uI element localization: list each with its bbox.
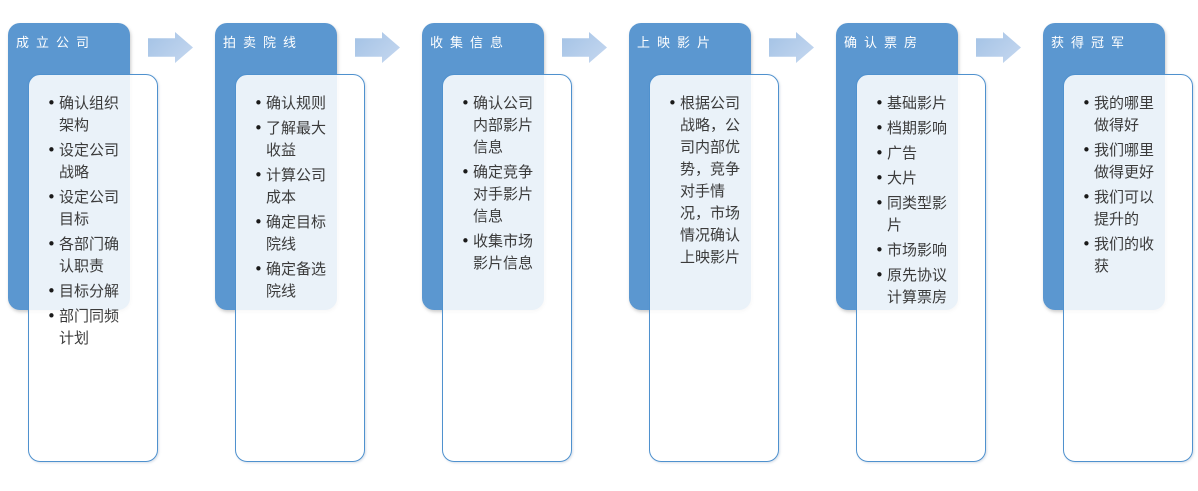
step-bullet-list: 确认规则 了解最大收益 计算公司成本 确定目标院线 确定备选院线: [236, 92, 364, 302]
bullet-item: 确定竞争对手影片信息: [461, 161, 541, 227]
step-bullet-list: 确认组织架构 设定公司战略 设定公司目标 各部门确认职责 目标分解 部门同频计划: [29, 92, 157, 349]
bullet-item: 目标分解: [47, 280, 127, 302]
process-step-2: 拍卖院线 确认规则 了解最大收益 计算公司成本 确定目标院线 确定备选院线: [207, 0, 414, 491]
step-detail-card: 确认规则 了解最大收益 计算公司成本 确定目标院线 确定备选院线: [235, 74, 365, 462]
step-header-label: 收集信息: [430, 36, 511, 51]
bullet-item: 广告: [875, 142, 955, 164]
bullet-item: 根据公司战略，公司内部优势，竞争对手情况，市场情况确认上映影片: [668, 92, 748, 268]
process-step-3: 收集信息 确认公司内部影片信息 确定竞争对手影片信息 收集市场影片信息: [414, 0, 621, 491]
step-header-label: 成立公司: [16, 36, 97, 51]
step-header-label: 确认票房: [844, 36, 925, 51]
bullet-item: 我们的收获: [1082, 233, 1162, 277]
step-bullet-list: 基础影片 档期影响 广告 大片 同类型影片 市场影响 原先协议计算票房: [857, 92, 985, 308]
step-header-label: 拍卖院线: [223, 36, 304, 51]
bullet-item: 我们哪里做得更好: [1082, 139, 1162, 183]
bullet-item: 确认公司内部影片信息: [461, 92, 541, 158]
step-detail-card: 确认公司内部影片信息 确定竞争对手影片信息 收集市场影片信息: [442, 74, 572, 462]
step-bullet-list: 根据公司战略，公司内部优势，竞争对手情况，市场情况确认上映影片: [650, 92, 778, 268]
bullet-item: 确认组织架构: [47, 92, 127, 136]
bullet-item: 了解最大收益: [254, 117, 334, 161]
bullet-item: 部门同频计划: [47, 305, 127, 349]
bullet-item: 大片: [875, 167, 955, 189]
bullet-item: 我的哪里做得好: [1082, 92, 1162, 136]
step-detail-card: 我的哪里做得好 我们哪里做得更好 我们可以提升的 我们的收获: [1063, 74, 1193, 462]
bullet-item: 确定目标院线: [254, 211, 334, 255]
step-detail-card: 确认组织架构 设定公司战略 设定公司目标 各部门确认职责 目标分解 部门同频计划: [28, 74, 158, 462]
process-step-1: 成立公司 确认组织架构 设定公司战略 设定公司目标 各部门确认职责 目标分解 部…: [0, 0, 207, 491]
process-step-4: 上映影片 根据公司战略，公司内部优势，竞争对手情况，市场情况确认上映影片: [621, 0, 828, 491]
process-step-5: 确认票房 基础影片 档期影响 广告 大片 同类型影片 市场影响 原先协议计算票房: [828, 0, 1035, 491]
bullet-item: 确认规则: [254, 92, 334, 114]
bullet-item: 收集市场影片信息: [461, 230, 541, 274]
bullet-item: 基础影片: [875, 92, 955, 114]
step-detail-card: 根据公司战略，公司内部优势，竞争对手情况，市场情况确认上映影片: [649, 74, 779, 462]
bullet-item: 计算公司成本: [254, 164, 334, 208]
bullet-item: 设定公司战略: [47, 139, 127, 183]
bullet-item: 确定备选院线: [254, 258, 334, 302]
bullet-item: 各部门确认职责: [47, 233, 127, 277]
bullet-item: 同类型影片: [875, 192, 955, 236]
step-bullet-list: 我的哪里做得好 我们哪里做得更好 我们可以提升的 我们的收获: [1064, 92, 1192, 277]
bullet-item: 设定公司目标: [47, 186, 127, 230]
step-detail-card: 基础影片 档期影响 广告 大片 同类型影片 市场影响 原先协议计算票房: [856, 74, 986, 462]
bullet-item: 原先协议计算票房: [875, 264, 955, 308]
bullet-item: 档期影响: [875, 117, 955, 139]
bullet-item: 市场影响: [875, 239, 955, 261]
step-header-label: 上映影片: [637, 36, 718, 51]
bullet-item: 我们可以提升的: [1082, 186, 1162, 230]
process-step-6: 获得冠军 我的哪里做得好 我们哪里做得更好 我们可以提升的 我们的收获: [1035, 0, 1198, 491]
step-header-label: 获得冠军: [1051, 36, 1132, 51]
step-bullet-list: 确认公司内部影片信息 确定竞争对手影片信息 收集市场影片信息: [443, 92, 571, 274]
